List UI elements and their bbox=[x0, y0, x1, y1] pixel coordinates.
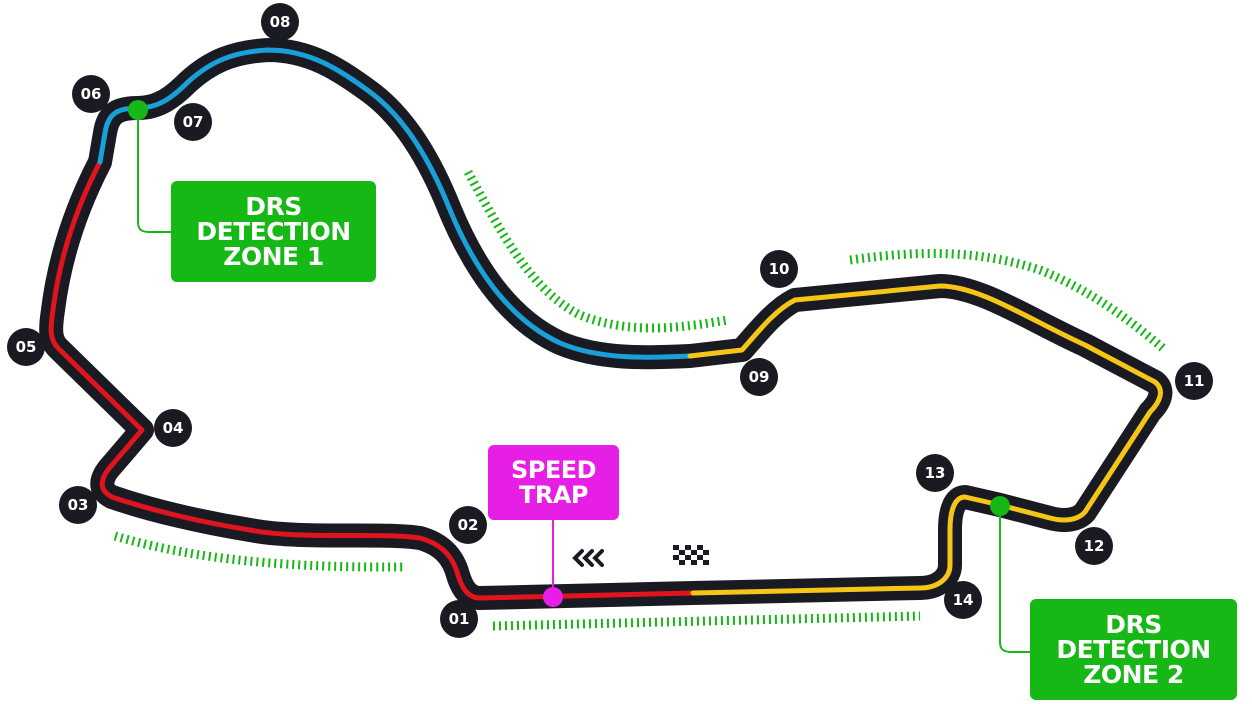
turn-label: 02 bbox=[458, 516, 479, 534]
turn-badge: 07 bbox=[174, 103, 212, 141]
speed-trap-point bbox=[543, 587, 563, 607]
triple-chevron-left-icon bbox=[572, 549, 604, 567]
drs-zone-marker bbox=[849, 248, 1168, 354]
drs-line-1: DRS bbox=[1105, 610, 1162, 639]
turn-label: 07 bbox=[183, 113, 204, 131]
speed-trap-line-1: SPEED bbox=[510, 455, 597, 484]
turn-badge: 02 bbox=[449, 506, 487, 544]
drs-zone-markers bbox=[113, 169, 1168, 631]
turn-badge: 06 bbox=[72, 75, 110, 113]
turn-label: 11 bbox=[1184, 372, 1205, 390]
turn-badge: 04 bbox=[154, 409, 192, 447]
turn-badge: 11 bbox=[1175, 362, 1213, 400]
drs-detection-zone-1-label: DRS DETECTION ZONE 1 bbox=[171, 181, 376, 282]
turn-label: 08 bbox=[270, 13, 291, 31]
turn-badge: 05 bbox=[7, 328, 45, 366]
drs-line-3: ZONE 1 bbox=[223, 242, 324, 271]
turn-label: 06 bbox=[81, 85, 102, 103]
turn-label: 14 bbox=[953, 591, 974, 609]
turn-badges: 01 02 03 04 05 06 07 08 09 10 11 12 13 1… bbox=[7, 3, 1213, 638]
drs-detection-2-connector bbox=[999, 506, 1030, 653]
turn-label: 10 bbox=[769, 260, 790, 278]
turn-badge: 09 bbox=[740, 358, 778, 396]
speed-trap-line-2: TRAP bbox=[518, 480, 589, 509]
drs-line-1: DRS bbox=[245, 192, 302, 221]
turn-label: 05 bbox=[16, 338, 37, 356]
turn-badge: 01 bbox=[440, 600, 478, 638]
turn-badge: 10 bbox=[760, 250, 798, 288]
drs-line-2: DETECTION bbox=[196, 217, 351, 246]
checkered-flag-icon bbox=[673, 545, 709, 565]
turn-label: 03 bbox=[68, 496, 89, 514]
turn-label: 04 bbox=[163, 419, 184, 437]
sector-2-line bbox=[97, 47, 693, 360]
turn-badge: 08 bbox=[261, 3, 299, 41]
drs-detection-1-point bbox=[128, 100, 148, 120]
drs-detection-2-point bbox=[990, 496, 1010, 516]
drs-detection-1-connector bbox=[137, 110, 171, 233]
sector-3-line bbox=[687, 283, 1163, 596]
turn-label: 12 bbox=[1084, 537, 1105, 555]
turn-label: 09 bbox=[749, 368, 770, 386]
turn-badge: 03 bbox=[59, 486, 97, 524]
turn-badge: 12 bbox=[1075, 527, 1113, 565]
turn-label: 01 bbox=[449, 610, 470, 628]
turn-label: 13 bbox=[925, 464, 946, 482]
turn-badge: 14 bbox=[944, 581, 982, 619]
sector-1-line bbox=[48, 159, 696, 601]
drs-zone-marker bbox=[492, 611, 921, 631]
drs-line-2: DETECTION bbox=[1056, 635, 1211, 664]
turn-badge: 13 bbox=[916, 454, 954, 492]
drs-detection-zone-2-label: DRS DETECTION ZONE 2 bbox=[1030, 599, 1237, 700]
drs-line-3: ZONE 2 bbox=[1083, 660, 1184, 689]
speed-trap-label: SPEED TRAP bbox=[488, 445, 619, 520]
